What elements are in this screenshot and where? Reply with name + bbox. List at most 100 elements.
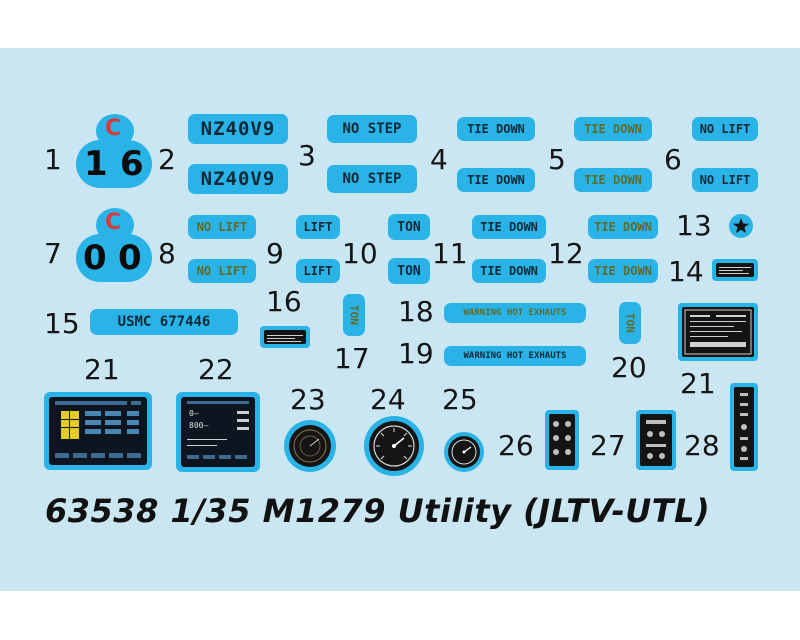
ton-decal-bottom: TON <box>388 258 430 284</box>
gauge-decal-25 <box>444 432 484 472</box>
gauge-dial-icon <box>293 429 327 463</box>
star-icon <box>729 214 753 238</box>
decal-number-10: 10 <box>342 237 378 270</box>
warning-decal-19: WARNING HOT EXHAUTS <box>444 346 586 366</box>
decal-number-7: 7 <box>44 237 62 270</box>
switch-panel-face <box>734 387 754 467</box>
c-letter: C <box>105 116 122 141</box>
ton-decal-vertical-20: TON <box>619 302 641 344</box>
switch-panel-face <box>640 414 672 466</box>
digit-6: 6 <box>120 144 144 184</box>
switch-panel-decal-27 <box>636 410 676 470</box>
decal-number-6: 6 <box>664 143 682 176</box>
lift-decal-bottom: LIFT <box>296 259 340 283</box>
switch-panel-decal-28 <box>730 383 758 471</box>
code-16-background <box>76 140 152 188</box>
data-plate-face <box>716 263 754 277</box>
display-screen-face <box>49 397 147 465</box>
no-step-decal-bottom: NO STEP <box>327 165 417 193</box>
decal-number-28: 28 <box>684 429 720 462</box>
decal-number-14: 14 <box>668 255 704 288</box>
warning-decal-18: WARNING HOT EXHAUTS <box>444 303 586 323</box>
display-screen-decal-22: 0— 800— <box>176 392 260 472</box>
switch-panel-graphic <box>646 420 666 459</box>
decal-number-23: 23 <box>290 383 326 416</box>
ton-decal-top: TON <box>388 214 430 240</box>
decal-number-26: 26 <box>498 429 534 462</box>
no-step-decal-top: NO STEP <box>327 115 417 143</box>
decal-number-24: 24 <box>370 383 406 416</box>
tie-down-decal-12-top: TIE DOWN <box>588 215 658 239</box>
gauge-face <box>369 421 419 471</box>
plate-text-lines <box>719 267 751 274</box>
decal-number-9: 9 <box>266 237 284 270</box>
screen-graphic <box>55 401 141 458</box>
product-title: 63538 1/35 M1279 Utility (JLTV-UTL) <box>45 492 711 530</box>
tie-down-decal-11-bottom: TIE DOWN <box>472 259 546 283</box>
plate-decal-top: NZ40V9 <box>188 114 288 144</box>
plate-text-lines <box>267 335 303 342</box>
screen-readout-0: 0— <box>189 409 199 418</box>
no-lift-decal-8-bottom: NO LIFT <box>188 259 256 283</box>
switch-panel-graphic <box>553 421 571 455</box>
decal-number-4: 4 <box>430 143 448 176</box>
decal-number-8: 8 <box>158 237 176 270</box>
display-screen-face: 0— 800— <box>181 397 255 467</box>
code-00-background <box>76 234 152 282</box>
ton-decal-vertical-17: TON <box>343 294 365 336</box>
screen-graphic <box>187 401 249 459</box>
decal-number-18: 18 <box>398 295 434 328</box>
decal-number-20: 20 <box>611 351 647 384</box>
data-plate-graphic <box>684 309 752 355</box>
gauge-decal-24 <box>364 416 424 476</box>
tie-down-decal-4-bottom: TIE DOWN <box>457 168 535 192</box>
digit-0-right: 0 <box>118 238 142 278</box>
usmc-number-decal: USMC 677446 <box>90 309 238 335</box>
switch-panel-face <box>549 414 575 466</box>
switch-panel-decal-26 <box>545 410 579 470</box>
decal-number-16: 16 <box>266 285 302 318</box>
tie-down-decal-5-top: TIE DOWN <box>574 117 652 141</box>
tie-down-decal-11-top: TIE DOWN <box>472 215 546 239</box>
data-plate-decal-16 <box>260 326 310 348</box>
gauge-face <box>448 436 480 468</box>
decal-number-27: 27 <box>590 429 626 462</box>
decal-number-1: 1 <box>44 143 62 176</box>
lift-decal-top: LIFT <box>296 215 340 239</box>
star-decal <box>728 213 754 239</box>
decal-number-15: 15 <box>44 307 80 340</box>
no-lift-decal-6-top: NO LIFT <box>692 117 758 141</box>
speedometer-icon <box>373 425 415 467</box>
screen-readout-800: 800— <box>189 421 209 430</box>
data-plate-decal-14 <box>712 259 758 281</box>
c-letter: C <box>105 210 122 235</box>
display-screen-decal-21 <box>44 392 152 470</box>
plate-decal-bottom: NZ40V9 <box>188 164 288 194</box>
decal-number-12: 12 <box>548 237 584 270</box>
decal-number-22: 22 <box>198 353 234 386</box>
decal-number-17: 17 <box>334 342 370 375</box>
data-plate-face <box>682 307 754 357</box>
tie-down-decal-12-bottom: TIE DOWN <box>588 259 658 283</box>
decal-number-2: 2 <box>158 143 176 176</box>
data-plate-face <box>264 330 306 344</box>
gauge-decal-23 <box>284 420 336 472</box>
no-lift-decal-6-bottom: NO LIFT <box>692 168 758 192</box>
no-lift-decal-8-top: NO LIFT <box>188 215 256 239</box>
switch-panel-graphic <box>740 393 748 460</box>
tachometer-icon <box>451 439 477 465</box>
gauge-face <box>289 425 331 467</box>
decal-number-11: 11 <box>432 237 468 270</box>
decal-number-25: 25 <box>442 383 478 416</box>
tie-down-decal-4-top: TIE DOWN <box>457 117 535 141</box>
tie-down-decal-5-bottom: TIE DOWN <box>574 168 652 192</box>
digit-0-left: 0 <box>83 238 107 278</box>
data-plate-decal-21 <box>678 303 758 361</box>
decal-number-21-plate: 21 <box>680 367 716 400</box>
decal-number-13: 13 <box>676 209 712 242</box>
digit-1: 1 <box>84 144 108 184</box>
decal-number-3: 3 <box>298 139 316 172</box>
decal-number-5: 5 <box>548 143 566 176</box>
decal-number-21-screen: 21 <box>84 353 120 386</box>
decal-number-19: 19 <box>398 337 434 370</box>
